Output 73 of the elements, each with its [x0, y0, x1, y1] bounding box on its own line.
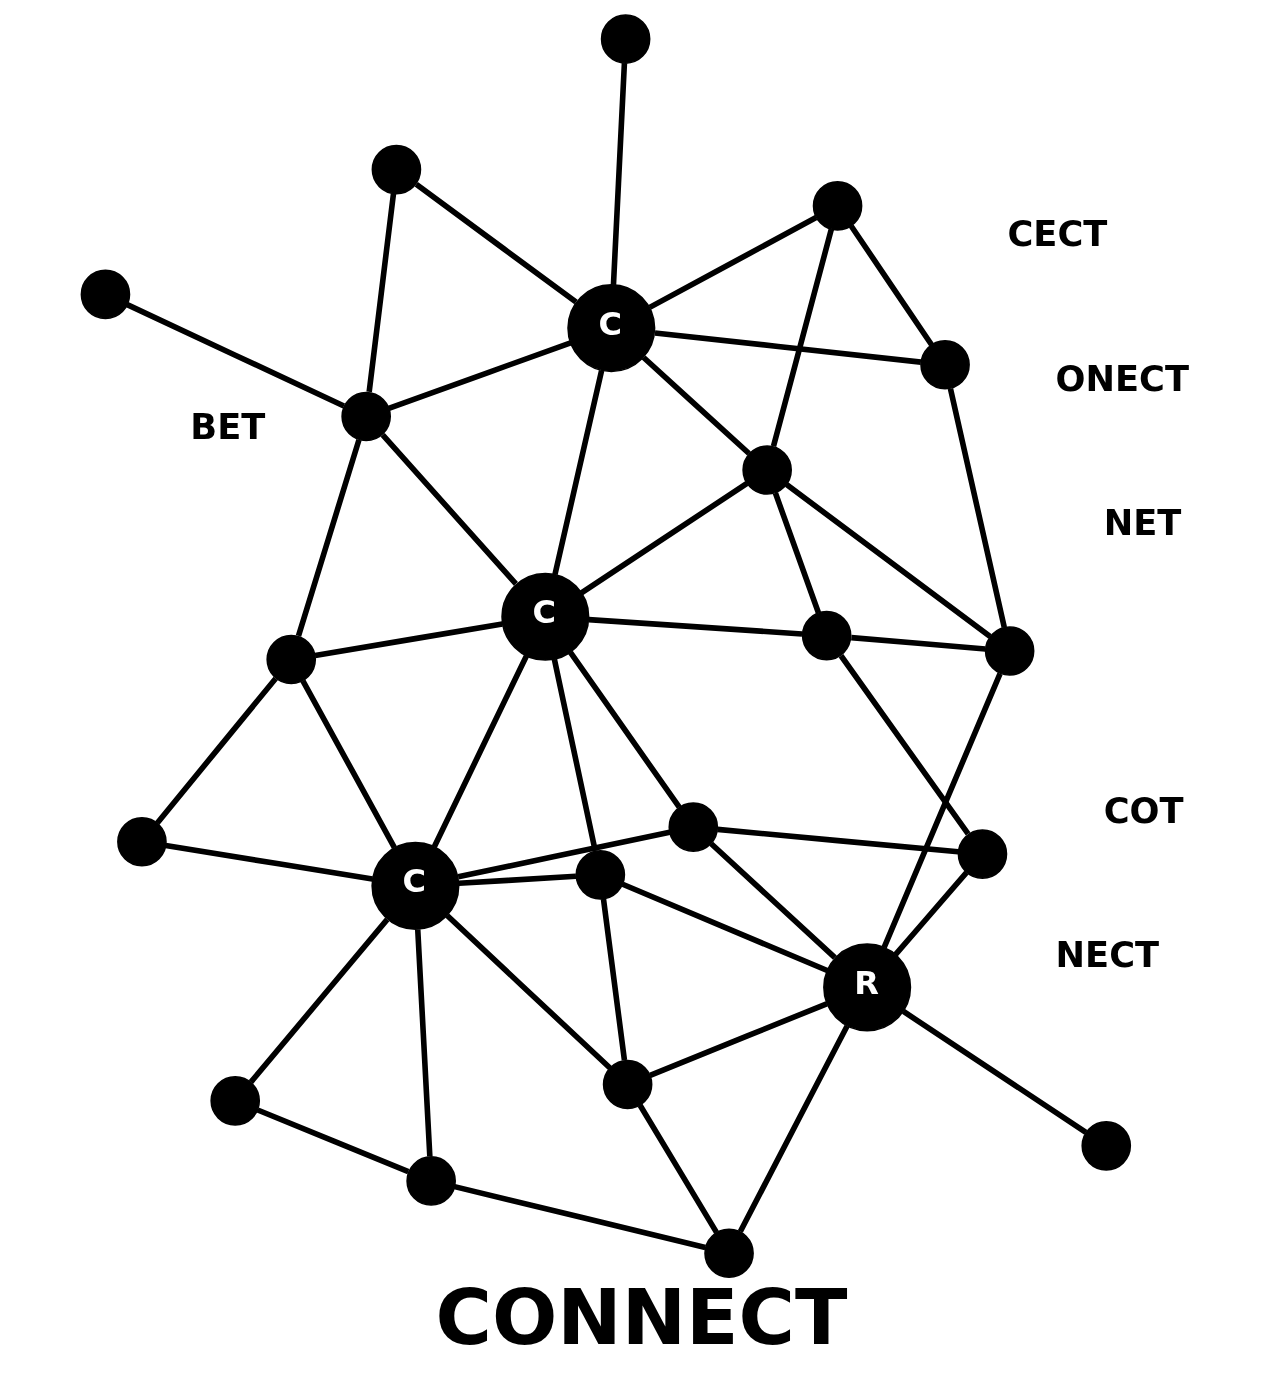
- node-circle: [1080, 1121, 1131, 1171]
- connector: [314, 621, 503, 659]
- connector: [551, 370, 604, 576]
- node-circle: [405, 1156, 456, 1206]
- connector: [881, 672, 1003, 949]
- connector: [708, 841, 837, 960]
- connector: [641, 355, 751, 456]
- connector: [901, 1009, 1087, 1135]
- node-circle: [703, 1228, 754, 1279]
- node-circle: [984, 626, 1034, 676]
- connector: [737, 1024, 850, 1233]
- connector: [567, 650, 682, 809]
- label: NET: [1103, 501, 1181, 543]
- node-circle: [575, 850, 625, 900]
- connector: [154, 676, 278, 825]
- connector: [164, 842, 373, 882]
- connector: [365, 193, 396, 393]
- connector: [453, 1183, 706, 1251]
- connector: [610, 63, 627, 285]
- connector: [647, 215, 817, 310]
- node-circle: C: [566, 284, 655, 373]
- node-circle: R: [822, 943, 911, 1032]
- node-circle: C: [500, 572, 589, 661]
- label: COT: [1103, 790, 1184, 832]
- connector: [770, 228, 834, 447]
- connector: [256, 1107, 409, 1175]
- connector: [414, 929, 433, 1157]
- connector: [850, 634, 986, 652]
- connector: [458, 873, 576, 887]
- connector: [716, 826, 958, 855]
- label: NECT: [1055, 934, 1159, 976]
- label: BET: [189, 405, 265, 447]
- connector: [784, 482, 992, 639]
- connector: [892, 870, 969, 957]
- connector: [444, 913, 612, 1071]
- node-circle: [80, 269, 130, 320]
- node-circle: [812, 181, 862, 231]
- connector: [838, 654, 970, 836]
- connector: [414, 182, 578, 305]
- connector: [772, 492, 821, 614]
- node-circle: C: [370, 841, 459, 930]
- connector: [579, 481, 749, 596]
- node-circle: [919, 339, 970, 390]
- connector: [248, 917, 389, 1084]
- node-circle: [116, 816, 167, 867]
- connector: [431, 654, 529, 848]
- node-circle: [602, 1059, 652, 1110]
- connector: [947, 388, 1007, 628]
- node-circle: [371, 144, 421, 195]
- connector: [588, 616, 802, 637]
- connector: [600, 898, 627, 1061]
- connector: [295, 438, 362, 637]
- connector: [637, 1103, 719, 1234]
- connector: [380, 433, 518, 586]
- diagram-title: CONNECT: [435, 1272, 847, 1362]
- connector: [654, 330, 921, 365]
- connector: [648, 1001, 828, 1078]
- label: CECT: [1007, 213, 1107, 255]
- connector: [125, 302, 345, 409]
- connector: [387, 340, 572, 411]
- node-circle: [340, 391, 391, 442]
- connector: [299, 679, 397, 849]
- node-circle: [667, 802, 718, 852]
- node-circle: [957, 829, 1007, 879]
- connector: [621, 881, 828, 974]
- label: ONECT: [1055, 357, 1189, 399]
- connector: [848, 224, 934, 347]
- node-circle: [265, 634, 316, 685]
- node-circle: [209, 1076, 260, 1126]
- connector: [457, 829, 670, 880]
- node-circle: [801, 610, 851, 661]
- node-circle: [600, 14, 650, 64]
- node-circle: [741, 445, 792, 495]
